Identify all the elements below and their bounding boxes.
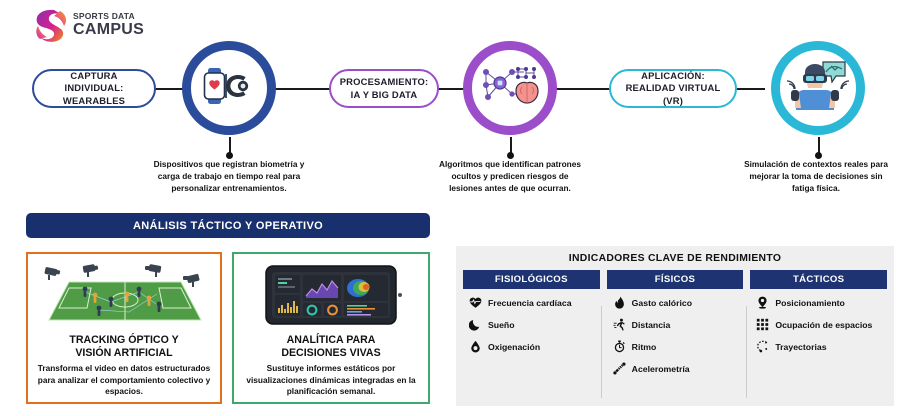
dropline-dot-step2 (507, 152, 514, 159)
dropline-dot-step3 (815, 152, 822, 159)
dropline-step1 (229, 137, 231, 155)
connector-node1-pill2 (268, 88, 330, 90)
flow-pill-application-line1: APLICACIÓN: (641, 70, 705, 82)
section-banner-title: ANÁLISIS TÁCTICO Y OPERATIVO (132, 219, 324, 232)
kpi-item-ocupacion-espacios-label: Ocupación de espacios (775, 319, 873, 330)
flame-icon (613, 296, 626, 309)
moon-icon (469, 318, 482, 331)
flow-node-vr[interactable] (771, 41, 865, 135)
kpi-item-distancia-label: Distancia (631, 319, 671, 330)
connector-pill1-node1 (155, 88, 193, 90)
section-banner-analysis: ANÁLISIS TÁCTICO Y OPERATIVO (26, 213, 430, 238)
connector-pill2-node2 (437, 88, 473, 90)
logo-swoosh-icon (30, 5, 70, 45)
kpi-columns: FISIOLÓGICOS Frecuencia cardíaca Sueño (456, 270, 894, 392)
kpi-item-ritmo-label: Ritmo (631, 341, 657, 352)
flow-caption-capture: Dispositivos que registran biometría y c… (153, 159, 305, 194)
flow-pill-application-line2: REALIDAD VIRTUAL (VR) (625, 82, 721, 106)
kpi-item-trayectorias[interactable]: Trayectorias (756, 340, 883, 353)
card-optical-tracking[interactable]: TRACKING ÓPTICO Y VISIÓN ARTIFICIAL Tran… (26, 252, 222, 404)
flow-pill-processing[interactable]: PROCESAMIENTO: IA Y BIG DATA (329, 69, 439, 108)
kpi-item-ritmo[interactable]: Ritmo (613, 340, 740, 353)
dropline-step2 (510, 137, 512, 155)
spring-coil-icon (612, 362, 626, 375)
path-trajectory-icon (756, 340, 769, 353)
kpi-column-fisicos-list: Gasto calórico Distancia Ritmo (606, 289, 744, 384)
smartwatch-and-fitness-band-icon (198, 66, 260, 111)
card-live-analytics-title-line2: DECISIONES VIVAS (281, 346, 381, 359)
grid-icon (756, 318, 769, 331)
kpi-item-ocupacion-espacios[interactable]: Ocupación de espacios (756, 318, 883, 331)
flow-pill-capture-line2: WEARABLES (62, 94, 126, 106)
kpi-item-trayectorias-label: Trayectorias (775, 341, 827, 352)
kpi-item-distancia[interactable]: Distancia (613, 318, 740, 331)
kpi-item-acelerometria[interactable]: Acelerometría (612, 362, 740, 375)
brand-logo: SPORTS DATA CAMPUS (30, 4, 180, 46)
kpi-column-fisicos: FÍSICOS Gasto calórico Distancia (606, 270, 744, 384)
dropline-step3 (818, 137, 820, 155)
card-live-analytics-body: Sustituye informes estáticos por visuali… (246, 363, 416, 396)
kpi-item-gasto-calorico[interactable]: Gasto calórico (613, 296, 740, 309)
kpi-panel-title: INDICADORES CLAVE DE RENDIMIENTO (568, 253, 782, 264)
kpi-column-tacticos-header: TÁCTICOS (750, 270, 888, 289)
flow-caption-processing: Algoritmos que identifican patrones ocul… (439, 159, 581, 194)
flow-node-ai-bigdata[interactable] (463, 41, 557, 135)
dropline-dot-step1 (226, 152, 233, 159)
connector-node2-pill3 (548, 88, 610, 90)
kpi-column-tacticos: TÁCTICOS Posicionamiento Ocupación de es… (750, 270, 888, 384)
card-live-analytics-title-line1: ANALÍTICA PARA (286, 334, 376, 346)
flow-caption-application: Simulación de contextos reales para mejo… (744, 159, 888, 194)
kpi-item-frecuencia-cardiaca-label: Frecuencia cardíaca (488, 297, 572, 308)
heart-pulse-icon (469, 296, 482, 309)
kpi-item-posicionamiento[interactable]: Posicionamiento (756, 296, 883, 309)
connector-pill3-node3 (735, 88, 765, 90)
stopwatch-icon (613, 340, 626, 353)
kpi-item-oxigenacion-label: Oxigenación (488, 341, 541, 352)
flow-node-wearables[interactable] (182, 41, 276, 135)
card-optical-tracking-title: TRACKING ÓPTICO Y VISIÓN ARTIFICIAL (28, 334, 220, 359)
card-optical-tracking-title-line2: VISIÓN ARTIFICIAL (75, 346, 173, 359)
kpi-column-fisiologicos-header: FISIOLÓGICOS (463, 270, 600, 289)
flow-pill-processing-line2: IA Y BIG DATA (350, 88, 418, 100)
flow-pill-capture[interactable]: CAPTURA INDIVIDUAL: WEARABLES (32, 69, 156, 108)
card-live-analytics-title: ANALÍTICA PARA DECISIONES VIVAS (234, 334, 428, 359)
kpi-column-tacticos-list: Posicionamiento Ocupación de espacios Tr… (750, 289, 888, 362)
kpi-item-acelerometria-label: Acelerometría (631, 363, 690, 374)
kpi-column-fisiologicos-list: Frecuencia cardíaca Sueño Oxigenación (463, 289, 600, 362)
vr-headset-user-icon (786, 60, 850, 117)
soccer-pitch-with-cameras-illustration (28, 260, 220, 330)
logo-line-2: CAMPUS (73, 20, 145, 38)
kpi-item-frecuencia-cardiaca[interactable]: Frecuencia cardíaca (469, 296, 596, 309)
kpi-column-fisiologicos: FISIOLÓGICOS Frecuencia cardíaca Sueño (463, 270, 600, 384)
blood-drop-icon (469, 340, 482, 353)
card-live-analytics[interactable]: ANALÍTICA PARA DECISIONES VIVAS Sustituy… (232, 252, 430, 404)
running-person-icon (613, 318, 626, 331)
card-optical-tracking-title-line1: TRACKING ÓPTICO Y (69, 334, 179, 346)
kpi-item-gasto-calorico-label: Gasto calórico (631, 297, 693, 308)
card-optical-tracking-body: Transforma el video en datos estructurad… (37, 363, 211, 396)
kpi-item-posicionamiento-label: Posicionamiento (775, 297, 845, 308)
neural-network-and-brain-icon (478, 63, 542, 114)
map-pin-icon (756, 296, 769, 309)
kpi-column-fisicos-header: FÍSICOS (606, 270, 744, 289)
tablet-dashboard-illustration (234, 260, 428, 330)
kpi-divider-2 (746, 306, 747, 398)
kpi-divider-1 (601, 306, 602, 398)
kpi-item-sueno-label: Sueño (488, 319, 515, 330)
kpi-item-oxigenacion[interactable]: Oxigenación (469, 340, 596, 353)
logo-line-1: SPORTS DATA (73, 11, 135, 22)
flow-pill-processing-line1: PROCESAMIENTO: (339, 76, 429, 88)
kpi-panel: INDICADORES CLAVE DE RENDIMIENTO FISIOLÓ… (456, 246, 894, 406)
kpi-item-sueno[interactable]: Sueño (469, 318, 596, 331)
flow-pill-application[interactable]: APLICACIÓN: REALIDAD VIRTUAL (VR) (609, 69, 737, 108)
flow-pill-capture-line1: CAPTURA INDIVIDUAL: (64, 70, 124, 94)
